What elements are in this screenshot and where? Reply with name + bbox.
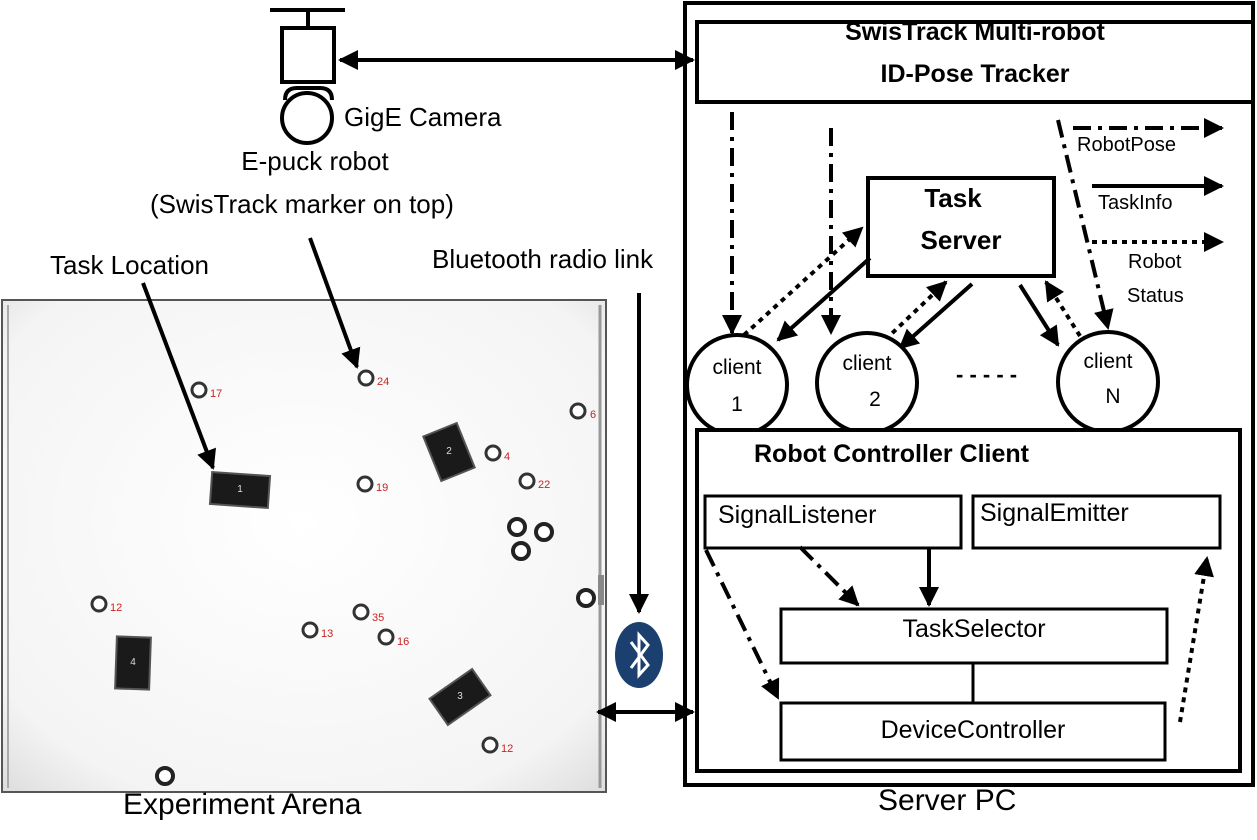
server-pc-box (683, 1, 1255, 787)
tracker-box (695, 20, 1255, 104)
spare-robot (507, 517, 527, 537)
robot-label-line1: E-puck robot (241, 146, 389, 176)
client-1-index: 1 (731, 393, 743, 416)
arena-robot (484, 444, 502, 462)
arena-robot-id: 19 (376, 482, 389, 494)
taskserver-to-client2 (898, 282, 974, 350)
task-location-arrow (141, 282, 216, 470)
task-location-label: Task Location (50, 250, 209, 280)
signal-listener-box (703, 494, 963, 550)
task-server-line2: Server (920, 225, 1002, 255)
arena-robot (352, 603, 370, 621)
robot-status-label-line2: Status (1127, 285, 1184, 307)
arena-robot (481, 736, 499, 754)
client-1-name: client (712, 356, 762, 379)
arena-robot (569, 402, 587, 420)
client2-to-taskserver (883, 280, 948, 342)
controller-title: Robot Controller Client (754, 440, 1029, 468)
arena-robot-id: 35 (372, 612, 385, 624)
arena-robot (90, 595, 108, 613)
client-N-node (1056, 330, 1160, 434)
signal-emitter-box (971, 494, 1222, 550)
task-selector-label: TaskSelector (902, 615, 1046, 643)
listener-to-selector-dashed (798, 545, 860, 607)
client-2-name: client (842, 352, 892, 375)
tracker-title-line1: SwisTrack Multi-robot (845, 18, 1105, 46)
robot-pointer-arrow (308, 237, 361, 369)
device-controller-label: DeviceController (880, 716, 1066, 744)
task-box (114, 635, 152, 691)
robot-icon (280, 91, 334, 145)
arena-robot (377, 628, 395, 646)
device-to-emitter (1178, 556, 1214, 723)
bluetooth-icon (615, 622, 663, 688)
camera-label: GigE Camera (344, 102, 502, 132)
device-controller-box (779, 701, 1167, 762)
arena-robot-id: 24 (377, 376, 390, 388)
arena-robot (356, 475, 374, 493)
task-info-label: TaskInfo (1098, 192, 1173, 214)
task-box (208, 470, 272, 510)
arena-robot-id: 6 (590, 409, 597, 421)
camera-icon (270, 8, 345, 101)
task-server-line1: Task (924, 183, 982, 213)
task-server-box (866, 176, 1056, 278)
client-1-node (685, 333, 789, 437)
arena-robot-id: 17 (210, 388, 223, 400)
clientN-to-taskserver (1044, 280, 1082, 338)
server-pc-label: Server PC (878, 784, 1017, 817)
signal-listener-label: SignalListener (718, 501, 877, 529)
arena-robot-id: 12 (110, 602, 123, 614)
taskserver-to-client1 (776, 256, 872, 342)
arena-robot-id: 4 (504, 451, 511, 463)
spare-robot (576, 588, 596, 608)
client-2-node (815, 331, 919, 435)
client-2-index: 2 (869, 388, 881, 411)
arena-robot (190, 381, 208, 399)
task-selector-box (779, 607, 1169, 665)
task-box (428, 667, 492, 727)
taskserver-to-clientN (1018, 283, 1060, 347)
arena-robot (301, 621, 319, 639)
arena-robot-id: 22 (538, 479, 551, 491)
arena-robot (357, 369, 375, 387)
spare-robot (511, 541, 531, 561)
bluetooth-label: Bluetooth radio link (432, 244, 654, 274)
listener-to-device (704, 549, 780, 700)
arena-label: Experiment Arena (123, 788, 362, 821)
task-box (422, 421, 476, 483)
client-N-index: N (1105, 385, 1121, 408)
spare-robot (155, 766, 175, 786)
task-box-label: 1 (237, 484, 243, 495)
task-box-label: 3 (457, 691, 463, 702)
spare-robot (534, 522, 554, 542)
tracker-title-line2: ID-Pose Tracker (880, 60, 1070, 88)
signal-emitter-label: SignalEmitter (980, 499, 1129, 527)
task-box-label: 2 (446, 446, 452, 457)
arena-robot-id: 16 (397, 636, 410, 648)
clients-ellipsis: - - - - - (956, 362, 1018, 387)
client1-to-taskserver (742, 226, 864, 337)
client-N-name: client (1083, 350, 1133, 373)
robot-pose-label: RobotPose (1077, 134, 1176, 156)
robot-label-line2: (SwisTrack marker on top) (150, 189, 454, 219)
robot-status-label-line1: Robot (1128, 251, 1182, 273)
task-box-label: 4 (130, 657, 136, 668)
arena-robot-id: 13 (321, 628, 334, 640)
arena-robot (518, 472, 536, 490)
experiment-arena (1, 299, 607, 793)
arena-robot-id: 12 (501, 743, 514, 755)
